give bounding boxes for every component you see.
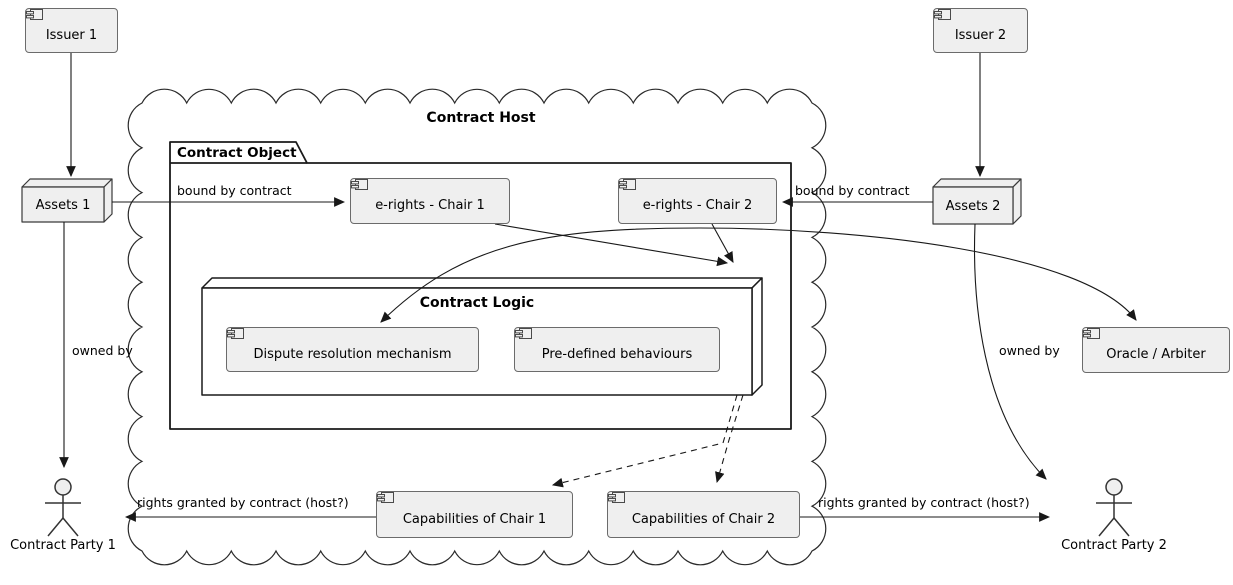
capabilities-chair1-label: Capabilities of Chair 1 [402, 511, 547, 527]
edge-label-owned-left: owned by [72, 343, 133, 358]
issuer2-component: Issuer 2 [933, 8, 1028, 53]
component-icon [619, 179, 636, 190]
component-icon [515, 328, 532, 339]
assets2-node [932, 178, 1022, 225]
assets2-label: Assets 2 [945, 198, 1001, 214]
erights-chair1-label: e-rights - Chair 1 [375, 198, 485, 213]
edge-assets2-party2 [973, 223, 1047, 480]
contract-party1-actor [45, 478, 81, 537]
component-icon [377, 492, 394, 503]
edge-dispute-oracle [380, 227, 1137, 323]
dispute-resolution-component: Dispute resolution mechanism [226, 327, 479, 372]
issuer1-component: Issuer 1 [25, 8, 118, 53]
issuer1-label: Issuer 1 [45, 27, 98, 43]
capabilities-chair2-label: Capabilities of Chair 2 [631, 511, 776, 527]
assets1-label: Assets 1 [35, 197, 91, 213]
edge-label-bound-right: bound by contract [795, 183, 910, 198]
contract-party1-label: Contract Party 1 [10, 538, 116, 553]
component-icon [934, 9, 951, 20]
oracle-arbiter-component: Oracle / Arbiter [1082, 327, 1230, 373]
edge-logic-cap2-dashed [715, 394, 744, 484]
issuer2-label: Issuer 2 [954, 27, 1007, 43]
component-icon [26, 9, 43, 20]
predefined-behaviours-label: Pre-defined behaviours [541, 346, 693, 362]
erights-chair2-label: e-rights - Chair 2 [642, 198, 753, 213]
component-icon [608, 492, 625, 503]
assets1-node [21, 178, 113, 223]
component-icon [227, 328, 244, 339]
edge-label-rights-right: rights granted by contract (host?) [818, 495, 1030, 510]
contract-host-title: Contract Host [426, 110, 536, 126]
edge-erights2-logic [711, 223, 734, 263]
edge-label-bound-left: bound by contract [177, 183, 292, 198]
dispute-resolution-label: Dispute resolution mechanism [253, 346, 452, 362]
contract-logic-title: Contract Logic [419, 295, 535, 311]
contract-party2-label: Contract Party 2 [1061, 538, 1167, 553]
edge-logic-cap1-dashed [551, 394, 738, 488]
erights-chair2-component: e-rights - Chair 2 [618, 178, 777, 224]
component-icon [1083, 328, 1100, 339]
contract-party2-actor [1096, 478, 1132, 537]
predefined-behaviours-component: Pre-defined behaviours [514, 327, 720, 372]
edge-erights1-logic [494, 223, 729, 267]
edge-label-rights-left: rights granted by contract (host?) [137, 495, 349, 510]
component-icon [351, 179, 368, 190]
capabilities-chair1-component: Capabilities of Chair 1 [376, 491, 573, 538]
erights-chair1-component: e-rights - Chair 1 [350, 178, 510, 224]
oracle-arbiter-label: Oracle / Arbiter [1106, 347, 1206, 362]
capabilities-chair2-component: Capabilities of Chair 2 [607, 491, 800, 538]
contract-object-title: Contract Object [177, 145, 297, 161]
edge-label-owned-right: owned by [999, 343, 1060, 358]
